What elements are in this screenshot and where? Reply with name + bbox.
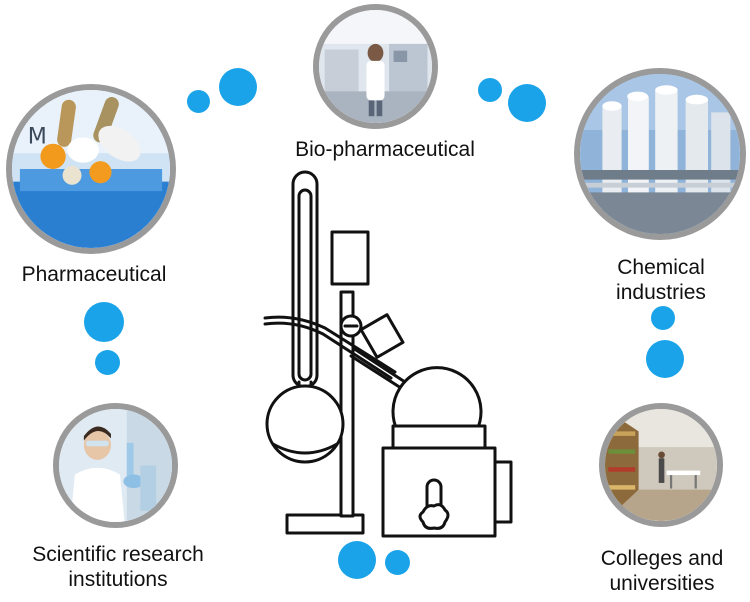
scientific-text-line1: Scientific research: [32, 543, 204, 566]
decorative-dot: [95, 350, 120, 375]
colleges-universities-label: Colleges and universities: [578, 546, 746, 596]
bio-pharmaceutical-text: Bio-pharmaceutical: [295, 138, 475, 161]
decorative-dot: [187, 90, 210, 113]
chemical-industries-photo: [574, 68, 746, 240]
bio-pharmaceutical-photo: [313, 4, 438, 129]
decorative-dot: [219, 68, 257, 106]
decorative-dot: [84, 302, 124, 342]
decorative-dot: [338, 541, 376, 579]
pharmaceutical-text: Pharmaceutical: [21, 263, 167, 286]
decorative-dot: [651, 306, 675, 330]
chemical-text-line1: Chemical: [617, 256, 705, 279]
bio-pharmaceutical-label: Bio-pharmaceutical: [266, 137, 504, 162]
pharmaceutical-label: Pharmaceutical: [4, 262, 184, 287]
svg-text:M: M: [28, 124, 47, 150]
decorative-dot: [508, 84, 546, 122]
decorative-dot: [385, 550, 410, 575]
decorative-dot: [646, 340, 684, 378]
colleges-text-line1: Colleges and: [600, 547, 724, 570]
decorative-dot: [478, 78, 502, 102]
colleges-universities-photo: [599, 403, 723, 527]
scientific-research-label: Scientific research institutions: [8, 542, 228, 592]
scientific-text-line2: institutions: [68, 568, 168, 591]
rotary-evaporator-icon: [263, 170, 513, 538]
colleges-text-line2: universities: [609, 572, 715, 595]
chemical-industries-label: Chemical industries: [586, 255, 736, 305]
scientific-research-photo: [53, 403, 178, 528]
chemical-text-line2: industries: [616, 281, 706, 304]
pharmaceutical-photo: M: [6, 84, 176, 254]
